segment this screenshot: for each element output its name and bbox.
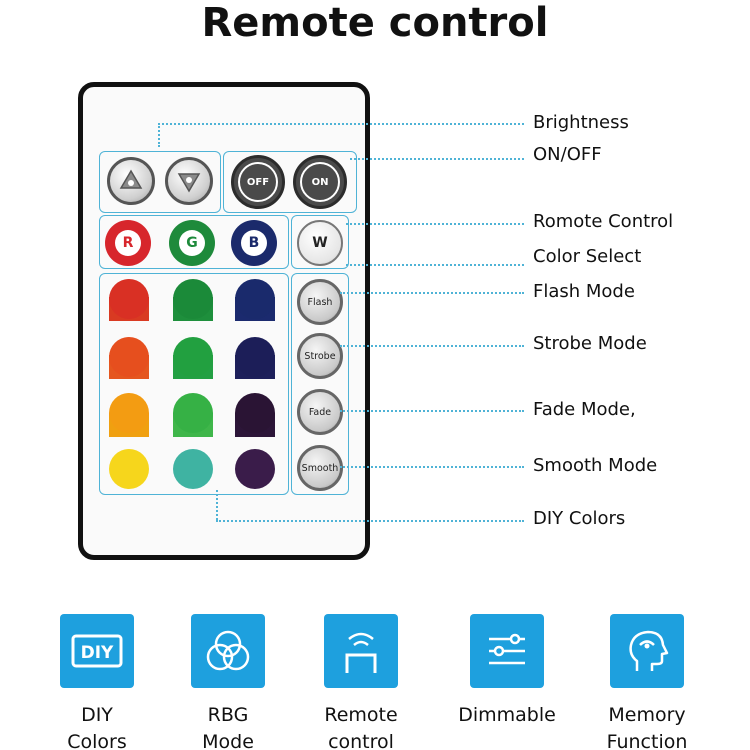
head-memory-icon — [629, 630, 669, 671]
feature-diy-line2: Colors — [67, 731, 127, 750]
smooth-mode-leader — [340, 466, 524, 468]
color-swatch[interactable] — [235, 337, 275, 377]
on-button-label: ON — [311, 176, 329, 188]
diy-leader-vertical — [216, 490, 218, 520]
green-button-label: G — [186, 235, 198, 251]
blue-button-label: B — [248, 235, 260, 251]
color-select-leader — [346, 264, 524, 266]
diy-leader — [216, 520, 524, 522]
brightness-leader-vertical — [158, 123, 160, 147]
color-swatch[interactable] — [173, 393, 213, 433]
feature-rgb-mode: RBG Mode — [173, 614, 283, 750]
strobe-button[interactable]: Strobe — [297, 333, 343, 379]
off-button[interactable]: OFF — [231, 155, 285, 209]
brightness-down-icon — [177, 173, 201, 193]
color-swatch[interactable] — [173, 337, 213, 377]
callout-on-off: ON/OFF — [533, 144, 602, 165]
callout-smooth-mode: Smooth Mode — [533, 455, 658, 476]
brightness-up-button[interactable] — [107, 157, 155, 205]
mode-group — [291, 273, 349, 495]
off-button-label: OFF — [246, 176, 270, 188]
brightness-leader — [158, 123, 524, 125]
rgb-circles-icon — [206, 630, 250, 671]
smooth-button-label: Smooth — [301, 462, 339, 474]
brightness-group — [99, 151, 221, 213]
feature-remote-control: Remote control — [306, 614, 416, 750]
red-button[interactable]: R — [105, 220, 151, 266]
green-button[interactable]: G — [169, 220, 215, 266]
callout-color-select: Color Select — [533, 246, 642, 267]
callout-remote-control: Romote Control — [533, 211, 674, 232]
fade-button-label: Fade — [308, 406, 332, 418]
white-button-label: W — [312, 235, 328, 251]
on-button[interactable]: ON — [293, 155, 347, 209]
feature-diy-line1: DIY — [81, 704, 113, 726]
sliders-icon — [489, 633, 525, 665]
feature-dimmable: Dimmable — [452, 614, 562, 729]
blue-button[interactable]: B — [231, 220, 277, 266]
callout-flash-mode: Flash Mode — [533, 281, 635, 302]
strobe-mode-leader — [340, 345, 524, 347]
fade-mode-leader — [340, 410, 524, 412]
feature-remote-line2: control — [328, 731, 394, 750]
color-swatch[interactable] — [235, 279, 275, 319]
fade-button[interactable]: Fade — [297, 389, 343, 435]
feature-rgb-line1: RBG — [207, 704, 249, 726]
white-button[interactable]: W — [297, 220, 343, 266]
callout-fade-mode: Fade Mode, — [533, 399, 636, 420]
diy-icon-text: DIY — [81, 643, 114, 663]
flash-button[interactable]: Flash — [297, 279, 343, 325]
brightness-up-icon — [119, 169, 143, 189]
callout-strobe-mode: Strobe Mode — [533, 333, 647, 354]
feature-dimmable-line1: Dimmable — [458, 704, 556, 726]
remote-control-leader — [346, 223, 524, 225]
feature-remote-line1: Remote — [324, 704, 398, 726]
color-swatch[interactable] — [235, 393, 275, 433]
diy-colors-group — [99, 273, 289, 495]
color-swatch[interactable] — [173, 449, 213, 489]
feature-memory-line1: Memory — [608, 704, 686, 726]
callout-brightness: Brightness — [533, 112, 629, 133]
remote-signal-icon — [345, 632, 377, 673]
feature-memory-line2: Function — [606, 731, 688, 750]
color-swatch[interactable] — [109, 337, 149, 377]
red-button-label: R — [122, 235, 134, 251]
diy-icon: DIY — [71, 634, 123, 668]
flash-button-label: Flash — [307, 296, 333, 308]
color-swatch[interactable] — [235, 449, 275, 489]
strobe-button-label: Strobe — [304, 350, 336, 362]
callout-diy-colors: DIY Colors — [533, 508, 626, 529]
rgb-group — [99, 215, 289, 269]
color-swatch[interactable] — [109, 279, 149, 319]
color-swatch[interactable] — [173, 279, 213, 319]
on-off-leader — [350, 158, 524, 160]
feature-rgb-line2: Mode — [202, 731, 254, 750]
flash-mode-leader — [340, 292, 524, 294]
color-swatch[interactable] — [109, 393, 149, 433]
power-group — [223, 151, 357, 213]
color-swatch[interactable] — [109, 449, 149, 489]
feature-memory-function: Memory Function — [592, 614, 702, 750]
remote-body: OFF ON R G B W Flash Strobe — [78, 82, 370, 560]
feature-diy-colors: DIY DIY Colors — [42, 614, 152, 750]
smooth-button[interactable]: Smooth — [297, 445, 343, 491]
brightness-down-button[interactable] — [165, 157, 213, 205]
w-group — [291, 215, 349, 269]
page-title: Remote control — [201, 0, 549, 46]
